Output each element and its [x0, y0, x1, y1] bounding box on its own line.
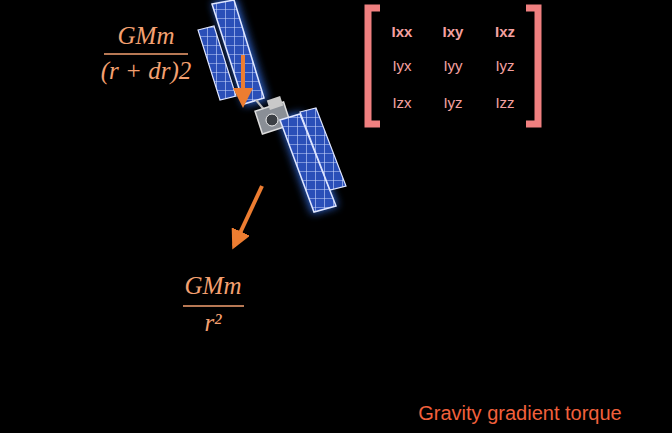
force-denominator: (r + dr)2	[101, 57, 191, 85]
fraction-bar	[183, 305, 244, 307]
caption-note: Gravity gradient torque	[418, 402, 621, 424]
solar-panel	[280, 108, 346, 212]
force-numerator: GMm	[185, 272, 242, 300]
matrix-element: Iyz	[495, 58, 514, 75]
force-numerator: GMm	[118, 22, 175, 50]
fraction-bar	[104, 53, 188, 55]
solar-panel	[198, 0, 264, 104]
matrix-element: Izx	[392, 95, 411, 112]
matrix-element: Ixz	[495, 24, 515, 41]
matrix-element: Iyy	[443, 58, 462, 75]
matrix-element: Ixx	[392, 24, 413, 41]
matrix-element: Iyx	[392, 58, 411, 75]
matrix-bracket	[526, 8, 538, 124]
matrix-element: Iyz	[443, 95, 462, 112]
matrix-bracket	[368, 8, 380, 124]
matrix-element: Izz	[495, 95, 514, 112]
force-arrow	[241, 55, 245, 104]
force-denominator: r²	[204, 309, 221, 337]
force-arrow	[234, 186, 262, 246]
matrix-element: Ixy	[443, 24, 464, 41]
